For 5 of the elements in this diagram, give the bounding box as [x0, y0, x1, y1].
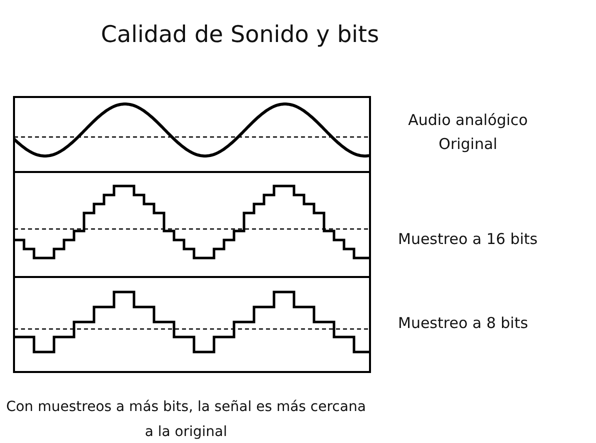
panel-label: Audio analógico Original — [407, 110, 529, 155]
title: Calidad de Sonido y bits — [100, 22, 380, 48]
caption: Con muestreos a más bits, la señal es más cercana a la original — [5, 398, 367, 442]
panel-label: Muestreo a 16 bits — [398, 230, 538, 248]
panel-label: Muestreo a 8 bits — [398, 314, 528, 332]
